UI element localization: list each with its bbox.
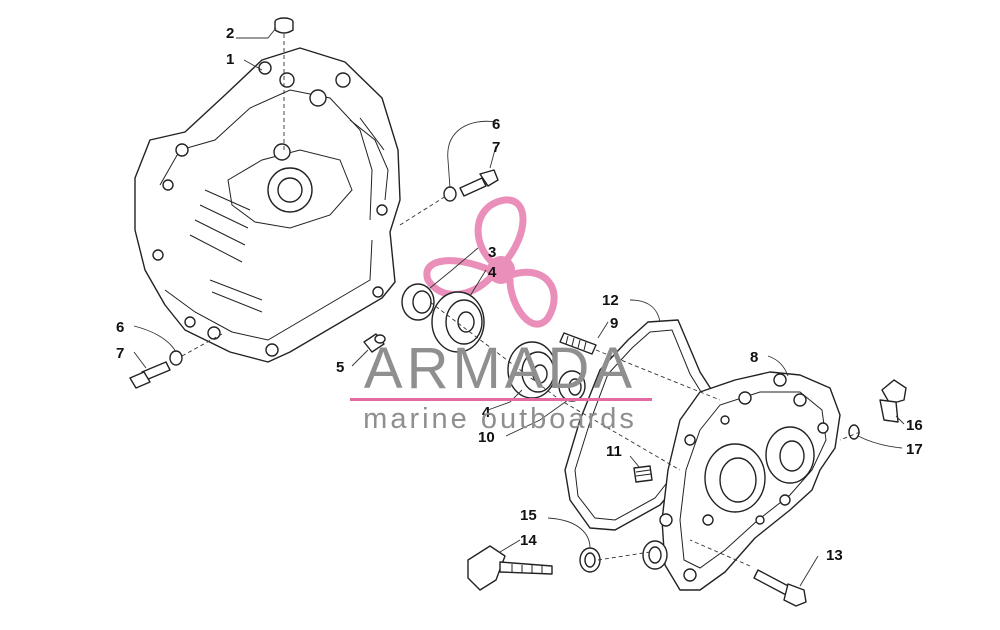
callout-6-upper: 6 [492, 116, 500, 133]
watermark-underline [350, 398, 652, 401]
dipstick-part-14 [467, 545, 553, 591]
armada-propeller-logo [423, 196, 558, 328]
callout-4-upper: 4 [488, 264, 497, 281]
callout-16: 16 [906, 417, 923, 434]
callout-1: 1 [226, 51, 234, 68]
callout-11: 11 [606, 443, 622, 460]
callout-5: 5 [336, 359, 344, 376]
armada-watermark: ARMADA marine outboards [350, 336, 652, 435]
crankcase-cover-part-8 [642, 371, 841, 591]
o-ring-part-17 [848, 424, 860, 440]
callout-labels: 1 2 3 4 4 5 6 6 7 7 8 9 10 11 12 13 14 1… [116, 25, 923, 564]
stud-part-9 [559, 332, 597, 355]
callout-13: 13 [826, 547, 843, 564]
callout-12: 12 [602, 292, 619, 309]
washer-part-15 [579, 547, 601, 573]
crankcase-half-part-1 [134, 47, 401, 363]
plug-part-11 [633, 465, 653, 483]
washer-part-6-upper [443, 186, 457, 202]
callout-9: 9 [610, 315, 618, 332]
oil-seal-part-3 [401, 283, 435, 321]
callout-4-lower: 4 [482, 404, 491, 421]
bolt-part-13 [753, 569, 807, 607]
oil-seal-part-10 [558, 370, 586, 402]
drain-plug-part-16 [879, 379, 907, 423]
watermark-subtitle: marine outboards [363, 403, 637, 435]
watermark-name: ARMADA [364, 336, 636, 401]
dowel-pin-part-5 [363, 333, 386, 353]
callout-2: 2 [226, 25, 234, 42]
callout-3: 3 [488, 244, 496, 261]
callout-10: 10 [478, 429, 495, 446]
callout-14: 14 [520, 532, 537, 549]
washer-part-6-lower [169, 350, 183, 366]
bolt-part-7-upper [459, 169, 499, 197]
ball-bearing-part-4-upper [431, 291, 485, 353]
callout-8: 8 [750, 349, 758, 366]
callout-17: 17 [906, 441, 923, 458]
callout-7-upper: 7 [492, 139, 500, 156]
callout-15: 15 [520, 507, 537, 524]
bolt-part-7-lower [129, 361, 171, 389]
cap-part-2 [274, 17, 294, 34]
callout-6-lower: 6 [116, 319, 124, 336]
callout-7-lower: 7 [116, 345, 124, 362]
